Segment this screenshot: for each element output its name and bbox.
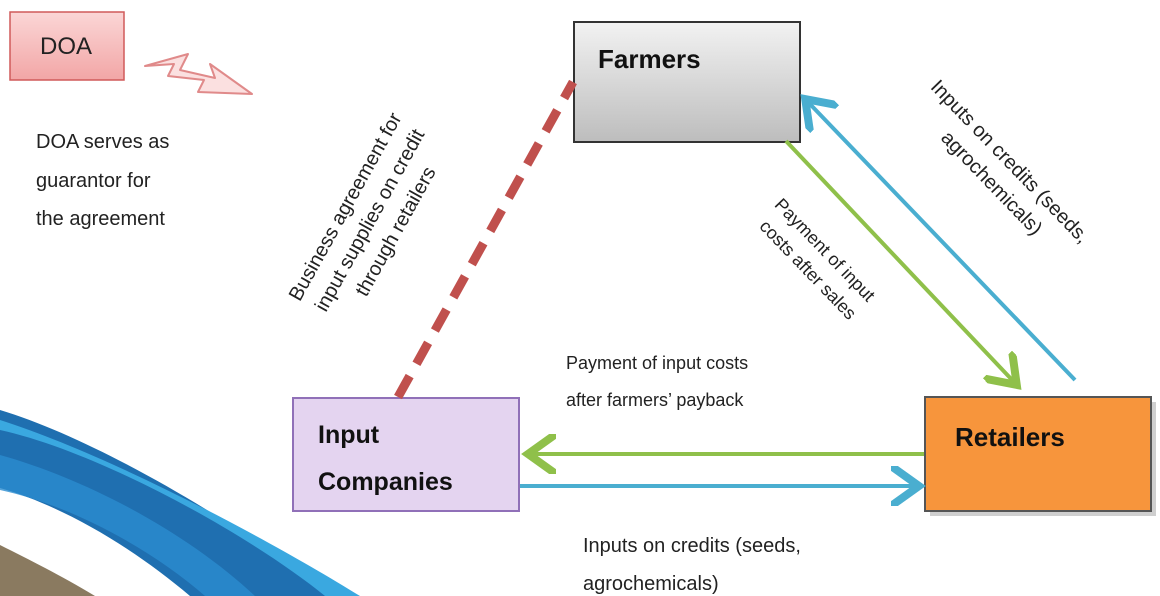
payment-to-companies-label: Payment of input costs after farmers’ pa… xyxy=(566,353,753,410)
doa-role-line-2: guarantor for xyxy=(36,170,151,192)
doa-label: DOA xyxy=(40,33,92,60)
retailers-label: Retailers xyxy=(955,422,1065,452)
payment-to-companies-line-2: after farmers’ payback xyxy=(566,390,744,410)
input-companies-box xyxy=(292,397,520,512)
farmers-label: Farmers xyxy=(598,44,701,74)
doa-box xyxy=(9,11,125,81)
business-agreement-label: Business agreement for input supplies on… xyxy=(285,104,458,331)
lightning-icon xyxy=(144,53,253,95)
input-companies-node: Input Companies xyxy=(292,397,520,512)
inputs-to-farmers-line-1: Inputs on credits (seeds, xyxy=(926,76,1093,248)
business-agreement-dashed-line xyxy=(394,79,577,400)
decorative-swoosh xyxy=(0,410,360,596)
payment-from-farmers-label: Payment of input costs after sales xyxy=(752,194,882,327)
doa-role-line-3: the agreement xyxy=(36,208,165,230)
inputs-to-farmers-label: Inputs on credits (seeds, agrochemicals) xyxy=(906,76,1097,271)
swoosh-light-band xyxy=(0,420,360,596)
swoosh-mid-band xyxy=(0,455,255,596)
retailers-node: Retailers xyxy=(924,396,1156,516)
input-companies-label-line-1: Input xyxy=(318,421,380,449)
doa-role-note: DOA serves as guarantor for the agreemen… xyxy=(36,131,175,230)
inputs-to-retailers-line-1: Inputs on credits (seeds, xyxy=(583,535,801,557)
doa-role-line-1: DOA serves as xyxy=(36,131,169,153)
input-companies-label-line-2: Companies xyxy=(318,468,453,496)
inputs-to-retailers-label: Inputs on credits (seeds, agrochemicals) xyxy=(583,535,806,595)
swoosh-image-corner xyxy=(0,545,95,596)
retailers-box xyxy=(924,396,1152,512)
inputs-to-farmers-arrow xyxy=(808,102,1077,382)
farmers-box xyxy=(573,21,801,143)
doa-node: DOA xyxy=(9,11,125,81)
payment-to-retailers-arrow xyxy=(784,139,1014,382)
inputs-to-retailers-line-2: agrochemicals) xyxy=(583,573,719,595)
input-companies-label: Input Companies xyxy=(318,421,453,496)
payment-to-companies-line-1: Payment of input costs xyxy=(566,353,748,373)
farmers-node: Farmers xyxy=(573,21,801,143)
